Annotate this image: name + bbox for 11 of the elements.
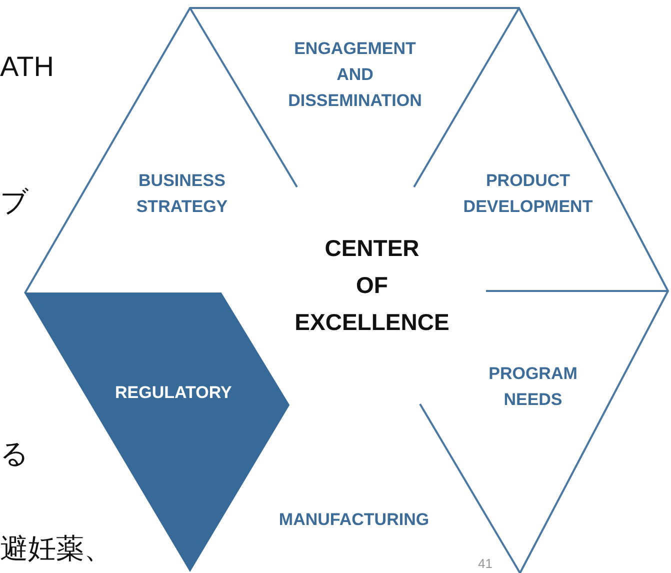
- text-fragment: る: [0, 437, 29, 471]
- segment-label: PROGRAM NEEDS: [488, 363, 578, 411]
- page-number: 41: [478, 556, 492, 571]
- segment-label: ENGAGEMENT AND DISSEMINATION: [287, 38, 423, 112]
- text-fragment: ブ: [0, 185, 29, 219]
- center-text: CENTER OF EXCELLENCE: [294, 234, 450, 337]
- text-fragment: 避妊薬、: [0, 532, 112, 566]
- segment-label: PRODUCT DEVELOPMENT: [462, 170, 594, 218]
- segment-label: MANUFACTURING: [278, 509, 430, 531]
- segment-label: BUSINESS STRATEGY: [135, 170, 229, 218]
- text-fragment: ATH: [0, 50, 54, 84]
